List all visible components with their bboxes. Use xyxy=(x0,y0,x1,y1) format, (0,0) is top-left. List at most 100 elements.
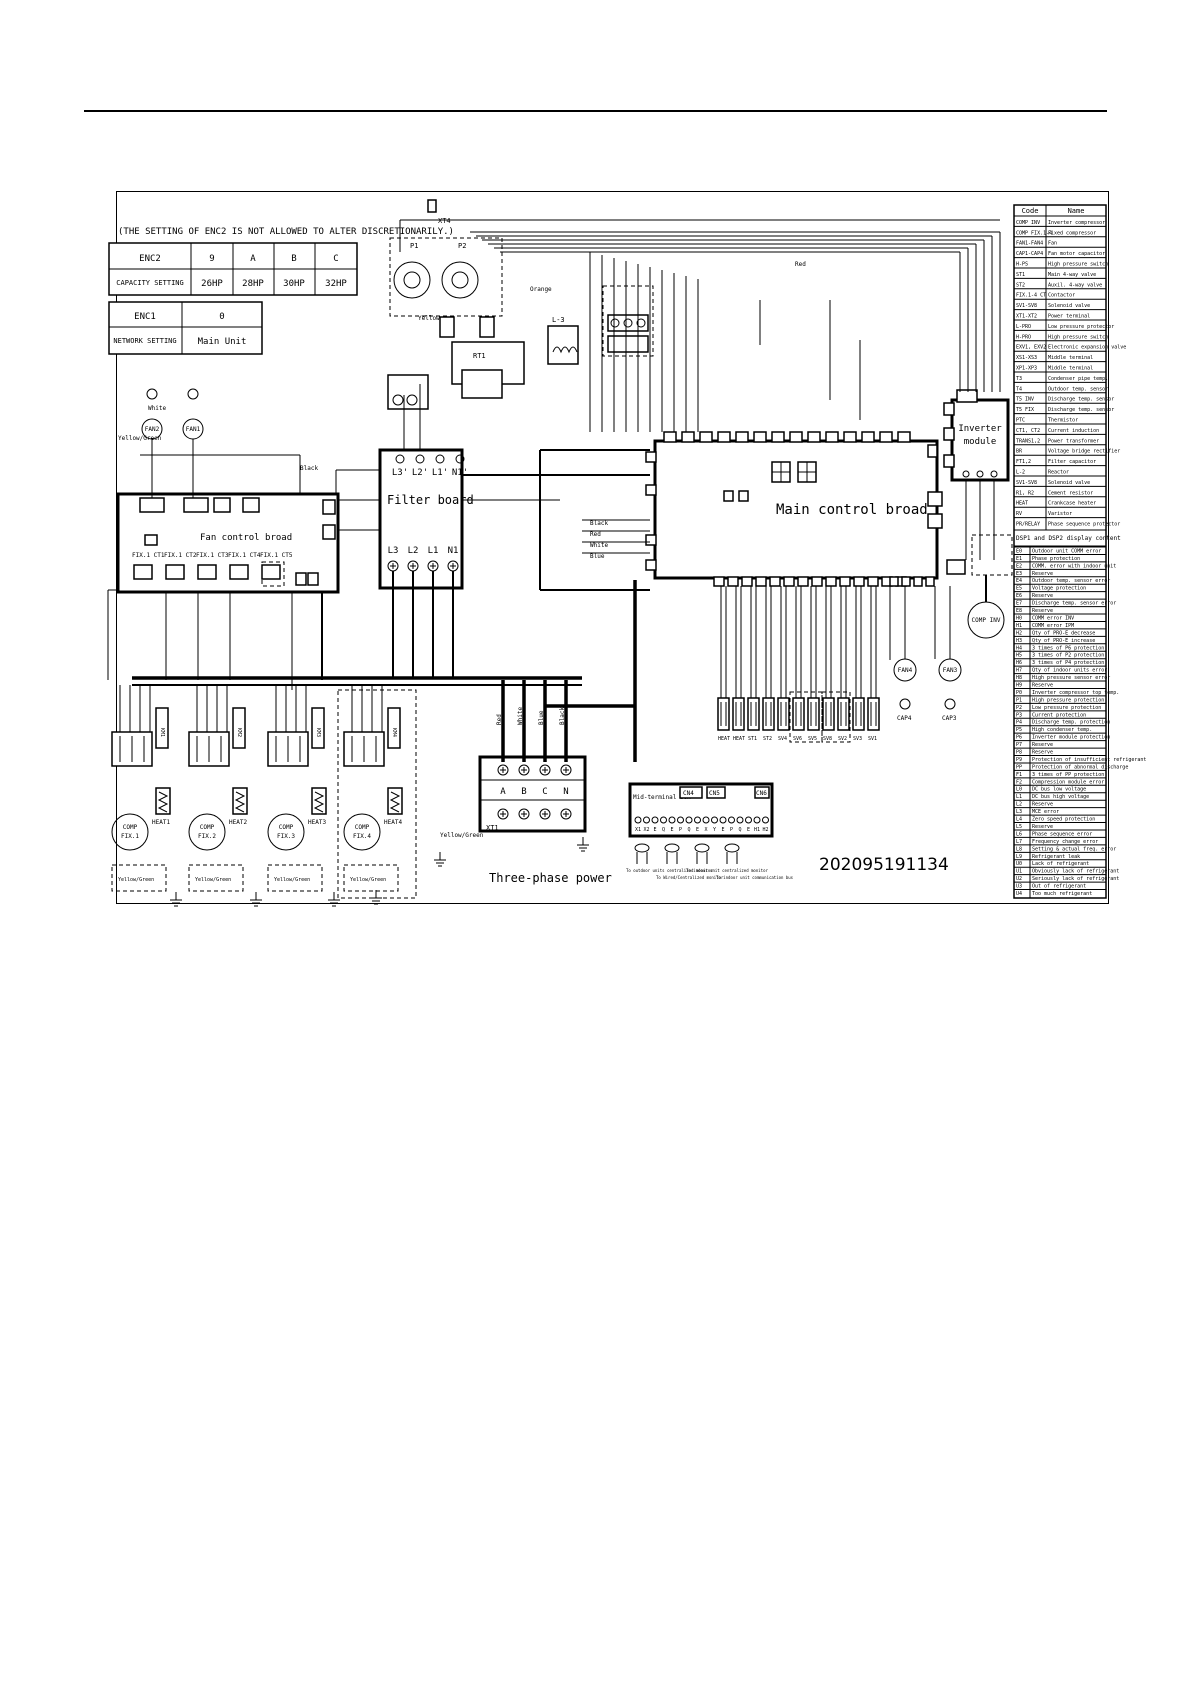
dsp-code: E1 xyxy=(1016,556,1022,562)
mid-terminal-pin: Q xyxy=(662,827,665,833)
ground-label: Yellow/Green xyxy=(118,435,162,442)
mid-terminal-pin: E xyxy=(747,827,750,833)
dsp-code: E0 xyxy=(1016,548,1022,554)
heater-label: HEAT4 xyxy=(384,819,402,826)
dsp-desc: High pressure sensor error xyxy=(1032,675,1110,681)
coil-label: HEAT xyxy=(733,736,745,742)
enc2-capacity: 26HP xyxy=(201,279,223,289)
legend-code: L-PRO xyxy=(1016,324,1031,330)
power-wire-color: Black xyxy=(559,707,566,725)
enc2-position: C xyxy=(333,254,338,264)
power-wire-color: Red xyxy=(496,714,503,725)
dsp-desc: COMM. error with indoor unit xyxy=(1032,563,1116,569)
bus-lines xyxy=(132,580,637,762)
compressor-label: FIX.4 xyxy=(353,833,371,840)
mid-footnote: To indoor unit centralized monitor xyxy=(686,868,768,873)
legend-name: Reactor xyxy=(1048,470,1069,476)
compressor-label: COMP xyxy=(200,824,215,831)
ground-label: Yellow/Green xyxy=(195,877,231,883)
dsp-code: U0 xyxy=(1016,861,1022,867)
fan4-label: FAN4 xyxy=(898,667,913,674)
dsp-desc: Lack of refrigerant xyxy=(1032,861,1089,867)
compressor-label: FIX.2 xyxy=(198,833,216,840)
legend-name: Solenoid valve xyxy=(1048,303,1090,309)
mid-terminal-pin: Q xyxy=(687,827,690,833)
ground-label: Yellow/Green xyxy=(274,877,310,883)
dsp-code: L7 xyxy=(1016,839,1022,845)
dsp-code: P2 xyxy=(1016,705,1022,711)
dsp-code: U1 xyxy=(1016,869,1022,875)
legend-name: Discharge temp. sensor xyxy=(1048,407,1114,413)
dsp-code: P8 xyxy=(1016,750,1022,756)
coil-label: ST1 xyxy=(748,736,757,742)
relay-block xyxy=(602,285,654,357)
dsp-code: P5 xyxy=(1016,727,1022,733)
relay-p1-label: P1 xyxy=(410,242,418,250)
enc1-value: Main Unit xyxy=(198,337,247,347)
wire-label: White xyxy=(590,542,608,549)
power-terminal-label: A xyxy=(500,787,506,797)
heater-label: HEAT2 xyxy=(229,819,247,826)
dsp-desc: Reserve xyxy=(1032,802,1053,808)
fix-port-label: FIX.1 CT5 xyxy=(260,552,293,559)
dsp-desc: Reserve xyxy=(1032,750,1053,756)
mid-footnote: To Wired/Centralized monitor xyxy=(656,875,724,880)
dsp-desc: Inverter compressor top temp. xyxy=(1032,690,1119,696)
power-wire-color: Blue xyxy=(538,710,545,725)
dsp-desc: Discharge temp. protection xyxy=(1032,720,1110,726)
legend-name: Current induction xyxy=(1048,428,1099,434)
dsp-desc: Phase protection xyxy=(1032,556,1080,562)
wire-label: White xyxy=(148,405,166,412)
legend-code: TRANS1,2 xyxy=(1016,438,1040,444)
dsp-desc: COMM error INV xyxy=(1032,615,1074,621)
fan-group-left: FAN2 FAN1 xyxy=(141,388,204,440)
enc2-header: ENC2 xyxy=(139,254,161,264)
dsp-code: L2 xyxy=(1016,802,1022,808)
main-control-board: Main control broad xyxy=(645,431,939,587)
dsp-code: H5 xyxy=(1016,653,1022,659)
dsp-code: H1 xyxy=(1016,623,1022,629)
dsp-code: E3 xyxy=(1016,571,1022,577)
legend-code: CAP1-CAP4 xyxy=(1016,251,1043,257)
top-relay-area: XT4 P1 P2 RT1 L-3 xyxy=(387,199,579,410)
coil-label: SV5 xyxy=(808,736,817,742)
inverter-label-1: Inverter xyxy=(958,424,1002,434)
dsp-desc: Reserve xyxy=(1032,742,1053,748)
dsp-code: E6 xyxy=(1016,593,1022,599)
dsp-desc: Qty of PRO-E increase xyxy=(1032,638,1095,644)
legend-code: XT1-XT2 xyxy=(1016,314,1037,320)
three-phase-label: Three-phase power xyxy=(489,871,612,885)
dsp-code: E8 xyxy=(1016,608,1022,614)
dsp-code: E4 xyxy=(1016,578,1022,584)
dsp-desc: Outdoor temp. sensor error xyxy=(1032,578,1110,584)
ground-label: Yellow/Green xyxy=(440,832,484,839)
wire-labels: Black Black Red White Blue Orange Red Ye… xyxy=(118,261,806,839)
legend-name: Contactor xyxy=(1048,293,1075,299)
dsp-desc: 3 times of P2 protection xyxy=(1032,653,1104,659)
coil-label: HEAT xyxy=(718,736,730,742)
compressor-groups: KM1HEAT1COMPFIX.1Yellow/GreenKM2HEAT2COM… xyxy=(111,685,417,899)
legend-code: T5 INV xyxy=(1016,397,1034,403)
dsp-desc: Reserve xyxy=(1032,682,1053,688)
fix-port-label: FIX.1 CT3 xyxy=(196,552,229,559)
coil-label: SV1 xyxy=(868,736,877,742)
enc1-table: ENC1 NETWORK SETTING 0 Main Unit xyxy=(108,301,263,355)
wire-label: Red xyxy=(590,531,601,538)
dsp-desc: High pressure protection xyxy=(1032,697,1104,703)
coil-label: ST2 xyxy=(763,736,772,742)
dsp-code: U3 xyxy=(1016,884,1022,890)
header-rule xyxy=(84,110,1107,112)
legend-code-header: Code xyxy=(1022,207,1039,215)
legend-code: T4 xyxy=(1016,386,1022,392)
dsp-desc: Zero speed protection xyxy=(1032,817,1095,823)
inverter-label-2: module xyxy=(964,437,997,447)
legend-code: PTC xyxy=(1016,418,1025,424)
wire-label: Orange xyxy=(530,286,552,293)
wire-label: Black xyxy=(590,520,608,527)
dsp-desc: Current protection xyxy=(1032,712,1086,718)
comp-inv-label: COMP INV xyxy=(972,617,1001,624)
legend-name: Power transformer xyxy=(1048,438,1099,444)
ground-label: Yellow/Green xyxy=(118,877,154,883)
